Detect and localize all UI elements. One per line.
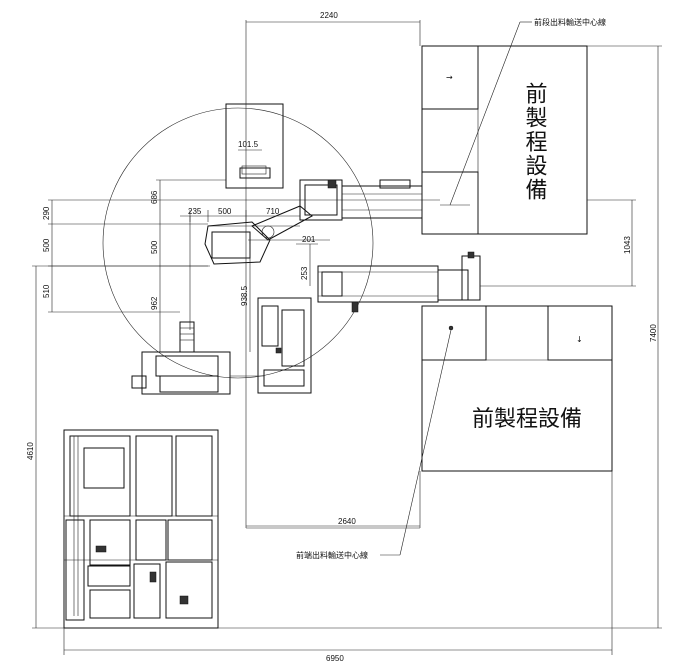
dim-235: 235 bbox=[188, 207, 202, 216]
dim-2240: 2240 bbox=[320, 11, 338, 20]
middle-conveyor bbox=[317, 251, 481, 313]
middle-stations bbox=[131, 297, 312, 395]
dim-962: 962 bbox=[150, 296, 159, 310]
dim-7400: 7400 bbox=[649, 324, 658, 342]
down-arrow-icon: ↓ bbox=[576, 335, 583, 344]
dim-253: 253 bbox=[300, 266, 309, 280]
dim-500-inner: 500 bbox=[150, 240, 159, 254]
dim-686: 686 bbox=[150, 190, 159, 204]
dim-201: 201 bbox=[302, 235, 316, 244]
centerline-callouts: 前段出料輸送中心線 前端出料輸送中心線 bbox=[296, 17, 606, 560]
dim-1043: 1043 bbox=[623, 236, 632, 254]
main-machine bbox=[63, 429, 219, 629]
dim-938-5: 938.5 bbox=[240, 285, 249, 306]
right-arrow-icon: → bbox=[446, 73, 453, 82]
dim-500-left: 500 bbox=[42, 238, 51, 252]
robot-reach-circle bbox=[102, 107, 374, 379]
dim-6950: 6950 bbox=[326, 654, 344, 663]
dimension-lines bbox=[32, 21, 662, 655]
front-process-label: 前製程設備 bbox=[472, 407, 582, 432]
dim-500-horizontal: 500 bbox=[218, 207, 232, 216]
dimension-texts: 2240 101.5 686 290 235 500 710 500 500 2… bbox=[26, 11, 658, 663]
dim-710: 710 bbox=[266, 207, 280, 216]
lower-process-equipment: ↓ 前製程設備 bbox=[421, 305, 613, 472]
front-stage-centerline-label: 前段出料輸送中心線 bbox=[534, 17, 606, 27]
front-process-label-vertical: 前製程設備 bbox=[522, 82, 548, 202]
front-end-centerline-label: 前端出料輸送中心線 bbox=[296, 550, 368, 560]
dim-2640: 2640 bbox=[338, 517, 356, 526]
upper-process-equipment: → 前製程設備 bbox=[421, 45, 588, 235]
dim-4610: 4610 bbox=[26, 442, 35, 460]
dim-510: 510 bbox=[42, 284, 51, 298]
dim-101-5: 101.5 bbox=[238, 140, 259, 149]
dim-290: 290 bbox=[42, 206, 51, 220]
robot-arm bbox=[189, 103, 330, 330]
